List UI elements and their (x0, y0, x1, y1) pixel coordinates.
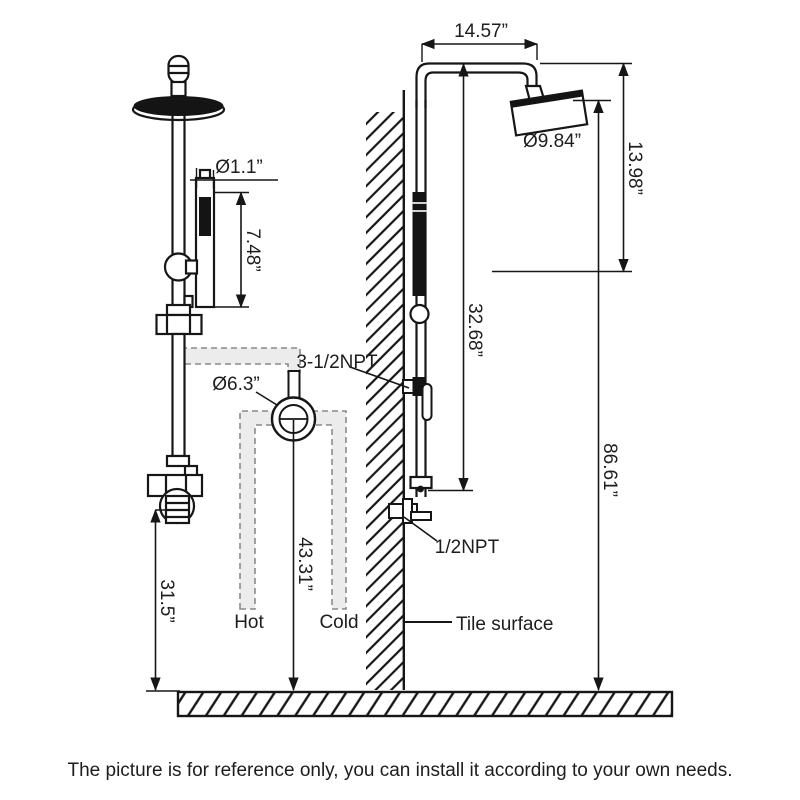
dim-total-height: 86.61” (599, 443, 620, 497)
lower-riser-front (171, 332, 186, 458)
dim-head-diameter: Ø9.84” (523, 131, 581, 152)
npt-bottom-label: 1/2NPT (435, 537, 500, 558)
top-arm-pipe (415, 62, 538, 108)
tile-wall (366, 90, 405, 690)
dim-valve-diameter: Ø6.3” (212, 374, 260, 395)
riser-to-valve-pipe (180, 347, 301, 373)
npt-bottom-leader (403, 516, 438, 542)
dimension-labels: 14.57” Ø9.84” 13.98” 32.68” 86.61” Ø1.1”… (156, 21, 645, 623)
valve-diameter-leader (255, 391, 278, 406)
front-view-shower (131, 54, 226, 525)
hand-shower-front (194, 168, 216, 309)
riser-pipe-front (171, 93, 186, 335)
cold-label: Cold (319, 612, 358, 633)
dim-head-drop: 13.98” (624, 141, 645, 195)
dimension-lines (150, 38, 632, 692)
hidden-supply-pipes (180, 347, 347, 610)
slider-bracket (163, 252, 199, 282)
mixer-valve (270, 370, 317, 442)
part-labels: 3-1/2NPT 1/2NPT Tile surface Hot Cold (234, 352, 553, 635)
dim-slide-bar: 32.68” (464, 303, 485, 357)
dim-outlet-height: 31.5” (156, 579, 177, 622)
npt-top-leader (349, 366, 410, 389)
dim-valve-height: 43.31” (294, 537, 315, 591)
diverter-bracket-side (402, 377, 433, 421)
side-view-shower (388, 62, 589, 524)
npt-top-label: 3-1/2NPT (296, 352, 378, 373)
dim-wand-diameter: Ø1.1” (215, 157, 263, 178)
shower-head-side (509, 84, 589, 137)
hand-shower-side (409, 192, 430, 325)
wall-inlet-side (388, 475, 433, 524)
floor (146, 690, 674, 718)
diverter-tee (155, 294, 203, 336)
dim-top-width: 14.57” (454, 21, 508, 42)
reference-caption: The picture is for reference only, you c… (68, 760, 733, 781)
tile-surface-label: Tile surface (456, 614, 554, 635)
rain-shower-head (131, 96, 226, 122)
dim-wand-length: 7.48” (242, 228, 263, 271)
hot-label: Hot (234, 612, 264, 633)
top-knob (167, 54, 190, 98)
